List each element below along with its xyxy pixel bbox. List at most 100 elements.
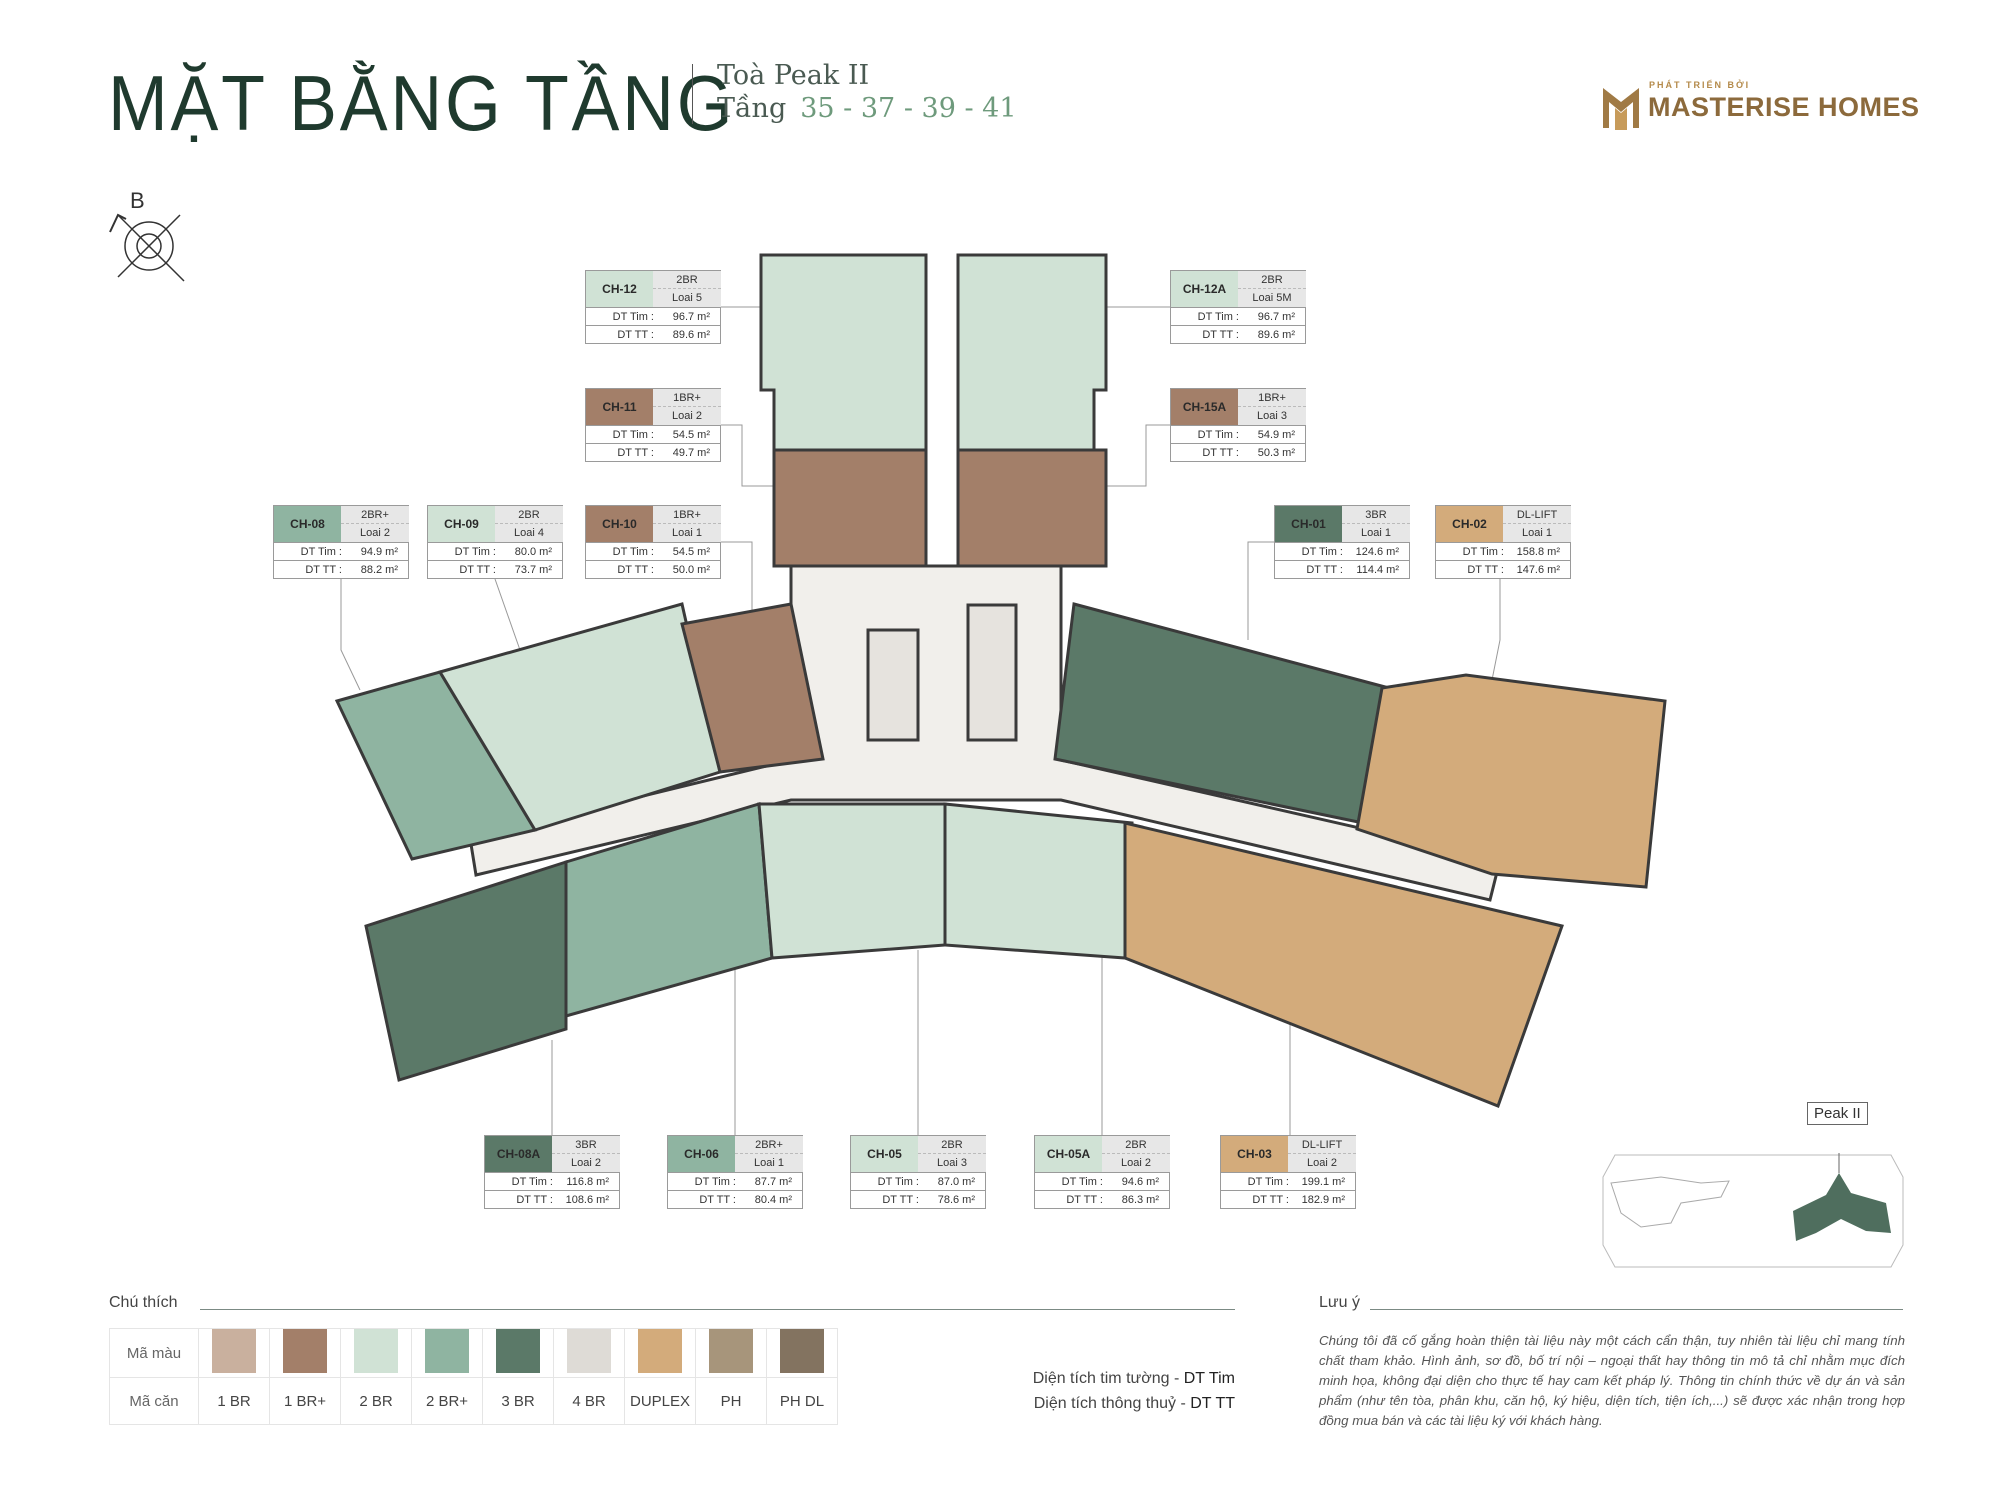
unit-ch-10: [680, 602, 825, 774]
unit-type: 1BR+: [653, 389, 721, 407]
legend-swatch: [567, 1329, 611, 1373]
dt-tt-row: DT TT :89.6 m²: [1171, 325, 1305, 343]
compass-north-label: B: [130, 188, 145, 213]
unit-ch-02: [1355, 673, 1667, 889]
dt-tt-value: 80.4 m²: [754, 1193, 792, 1206]
legend-swatch-cell: [766, 1328, 838, 1378]
dt-tt-row: DT TT :73.7 m²: [428, 560, 562, 578]
dt-tim-row: DT Tim :94.9 m²: [274, 542, 408, 560]
dt-tim-row: DT Tim :96.7 m²: [586, 307, 720, 325]
legend-code-row-label: Mã căn: [109, 1377, 199, 1425]
dt-tt-value: 147.6 m²: [1516, 563, 1560, 576]
dt-tt-row: DT TT :80.4 m²: [668, 1190, 802, 1208]
dt-tt-label: DT TT :: [617, 563, 654, 576]
dt-tt-value: 88.2 m²: [360, 563, 398, 576]
unit-code: CH-09: [428, 506, 495, 542]
unit-code: CH-06: [668, 1136, 735, 1172]
unit-code: CH-12A: [1171, 271, 1238, 307]
dt-tim-row: DT Tim :87.0 m²: [851, 1172, 985, 1190]
dt-tt-value: 108.6 m²: [565, 1193, 609, 1206]
dt-tim-row: DT Tim : 80.0 m²: [428, 542, 562, 560]
unit-code: CH-08: [274, 506, 341, 542]
dt-tim-row: DT Tim : 54.5 m²: [586, 425, 720, 443]
unit-code: CH-15A: [1171, 389, 1238, 425]
dt-tt-label: DT TT :: [1202, 328, 1239, 341]
floor-numbers: 35 - 37 - 39 - 41: [800, 93, 1017, 124]
unit-type: 2BR: [1102, 1136, 1170, 1154]
dt-tim-value: 94.9 m²: [360, 545, 398, 558]
dt-tt-label: DT TT :: [305, 563, 342, 576]
legend-color-row-label: Mã màu: [109, 1328, 199, 1378]
unit-variant: Loai 2: [341, 524, 409, 542]
dt-tt-row: DT TT :182.9 m²: [1221, 1190, 1355, 1208]
dt-tt-row: DT TT : 49.7 m²: [586, 443, 720, 461]
dt-tim-label: DT Tim :: [1197, 428, 1239, 441]
disclaimer-text: Chúng tôi đã cố gắng hoàn thiện tài liệu…: [1319, 1333, 1905, 1428]
dt-tt-label: DT TT :: [1066, 1193, 1103, 1206]
dt-tt-value: 49.7 m²: [672, 446, 710, 459]
dt-tim-label: DT Tim :: [1301, 545, 1343, 558]
keyplan-tower-tag: Peak II: [1807, 1102, 1868, 1125]
dt-tim-value: 80.0 m²: [514, 545, 552, 558]
unit-type: DL-LIFT: [1288, 1136, 1356, 1154]
dt-tim-label: DT Tim :: [1197, 310, 1239, 323]
unit-variant: Loai 1: [1503, 524, 1571, 542]
area-def-abbr: DT Tim: [1183, 1370, 1235, 1387]
logo-mark-icon: [1603, 88, 1639, 130]
developer-prefix: PHÁT TRIỂN BỞI: [1649, 80, 1751, 90]
legend-label: 2 BR: [340, 1377, 412, 1425]
dt-tt-label: DT TT :: [882, 1193, 919, 1206]
legend-label: 4 BR: [553, 1377, 625, 1425]
unit-variant: Loai 5M: [1238, 289, 1306, 307]
dt-tt-row: DT TT : 88.2 m²: [274, 560, 408, 578]
dt-tim-label: DT Tim :: [612, 428, 654, 441]
legend-swatch-cell: [269, 1328, 341, 1378]
legend-label: 1 BR+: [269, 1377, 341, 1425]
dt-tt-label: DT TT :: [617, 446, 654, 459]
dt-tt-value: 89.6 m²: [672, 328, 710, 341]
page-title: MẶT BẰNG TẦNG: [108, 59, 736, 147]
dt-tim-value: 96.7 m²: [672, 310, 710, 323]
dt-tim-row: DT Tim :54.9 m²: [1171, 425, 1305, 443]
unit-ch-05: [757, 802, 947, 960]
dt-tt-label: DT TT :: [1202, 446, 1239, 459]
unit-ch-05a: [943, 802, 1134, 960]
unit-variant: Loai 2: [1288, 1154, 1356, 1172]
unit-type: 2BR: [653, 271, 721, 289]
dt-tt-row: DT TT :50.0 m²: [586, 560, 720, 578]
dt-tim-label: DT Tim :: [1061, 1175, 1103, 1188]
dt-tim-value: 54.5 m²: [672, 428, 710, 441]
dt-tim-label: DT Tim :: [454, 545, 496, 558]
dt-tt-row: DT TT :114.4 m²: [1275, 560, 1409, 578]
legend-label: 2 BR+: [411, 1377, 483, 1425]
dt-tt-label: DT TT :: [1306, 563, 1343, 576]
dt-tim-value: 94.6 m²: [1121, 1175, 1159, 1188]
unit-code: CH-03: [1221, 1136, 1288, 1172]
dt-tim-value: 87.7 m²: [754, 1175, 792, 1188]
unit-type: 1BR+: [653, 506, 721, 524]
unit-code: CH-10: [586, 506, 653, 542]
dt-tim-label: DT Tim :: [1462, 545, 1504, 558]
dt-tt-row: DT TT :89.6 m²: [586, 325, 720, 343]
unit-ch-12a: [956, 253, 1108, 452]
unit-code: CH-11: [586, 389, 653, 425]
unit-code: CH-05: [851, 1136, 918, 1172]
legend-swatch: [780, 1329, 824, 1373]
dt-tt-value: 73.7 m²: [514, 563, 552, 576]
legend-label: 1 BR: [198, 1377, 270, 1425]
legend-title: Chú thích: [109, 1294, 178, 1311]
legend-swatch-cell: [340, 1328, 412, 1378]
unit-type: 2BR: [495, 506, 563, 524]
legend-swatch: [283, 1329, 327, 1373]
note-title: Lưu ý: [1319, 1294, 1360, 1311]
legend-swatch: [354, 1329, 398, 1373]
legend-swatch: [709, 1329, 753, 1373]
area-def-tim: Diện tích tim tường - DT Tim: [935, 1366, 1235, 1391]
unit-variant: Loai 1: [735, 1154, 803, 1172]
